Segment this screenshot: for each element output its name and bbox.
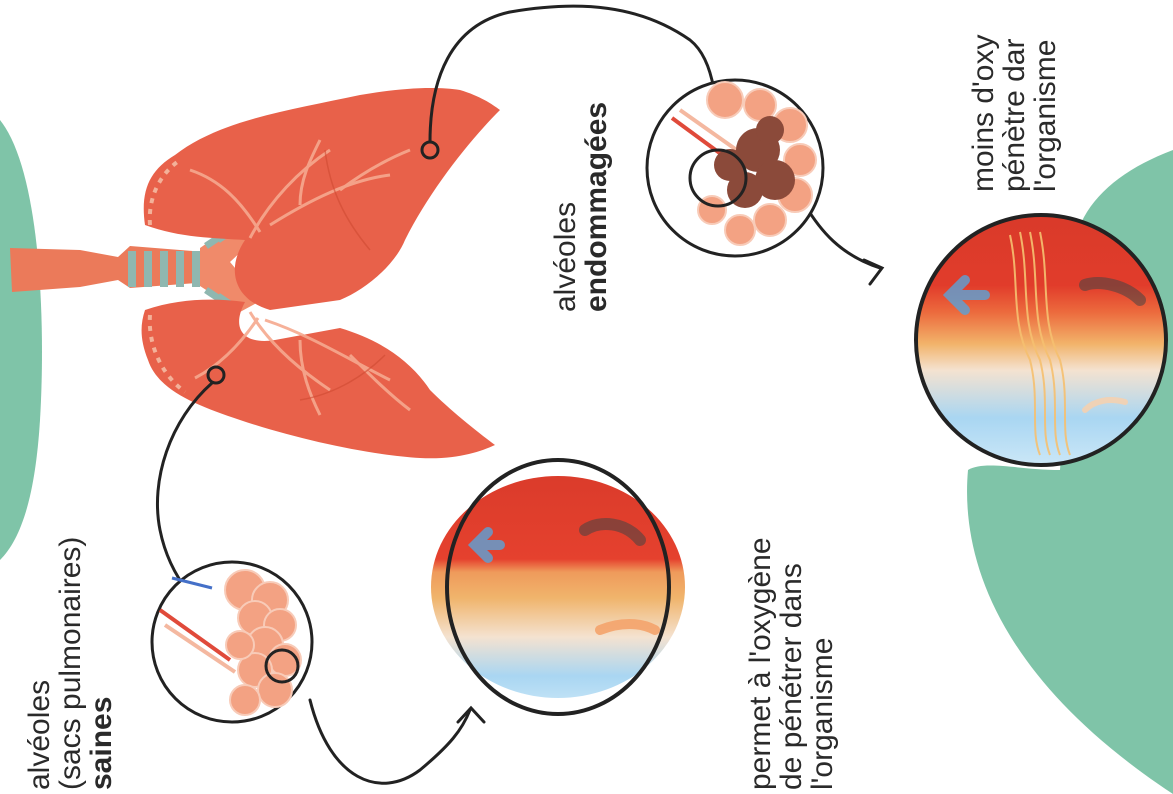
label-healthy-alveoli: alvéoles (sacs pulmonaires) saines — [24, 537, 117, 790]
label-damaged-result-line2: pénètre dar — [999, 35, 1030, 192]
label-damaged-line1: alvéoles — [550, 102, 581, 312]
connector-dot-damaged — [422, 142, 438, 158]
lung-lower-lobe — [142, 300, 495, 459]
label-damaged-result-line1: moins d'oxy — [968, 35, 999, 192]
label-damaged-line2: endommagées — [581, 102, 612, 312]
damaged-alveoli-icon — [647, 80, 823, 256]
healthy-alveoli-icon — [152, 562, 312, 722]
label-damaged-result: moins d'oxy pénètre dar l'organisme — [968, 35, 1061, 192]
label-damaged-alveoli: alvéoles endommagées — [550, 102, 612, 312]
label-healthy-result-line3: l'organisme — [807, 537, 838, 790]
oxygen-exchange-healthy-icon — [431, 455, 691, 715]
label-damaged-result-line3: l'organisme — [1030, 35, 1061, 192]
arrow-healthy — [310, 700, 470, 783]
connector-dot-healthy — [208, 367, 224, 383]
arrow-damaged — [805, 205, 880, 268]
label-healthy-line2: (sacs pulmonaires) — [55, 537, 86, 790]
label-healthy-result-line1: permet à l'oxygène — [745, 537, 776, 790]
label-healthy-result: permet à l'oxygène de pénétrer dans l'or… — [745, 537, 838, 790]
label-healthy-result-line2: de pénétrer dans — [776, 537, 807, 790]
background-blob-left — [0, 120, 42, 560]
label-healthy-line1: alvéoles — [24, 537, 55, 790]
label-healthy-line3: saines — [86, 537, 117, 790]
